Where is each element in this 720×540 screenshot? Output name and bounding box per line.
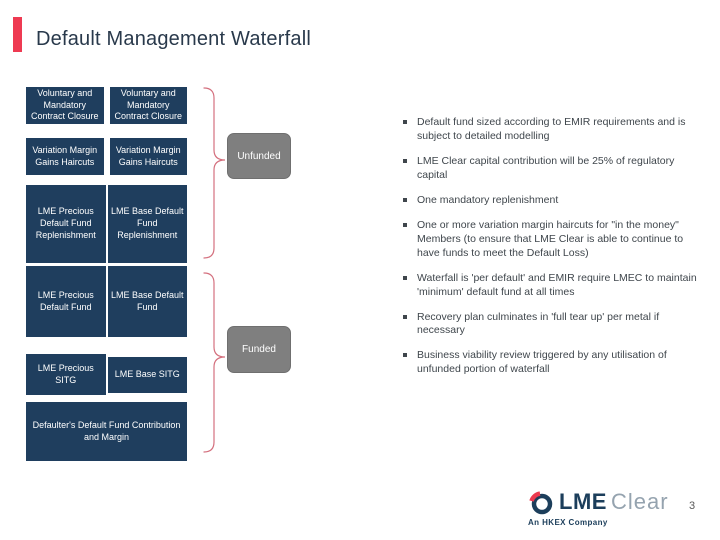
bullet-marker bbox=[403, 275, 407, 280]
title-accent-bar bbox=[13, 17, 22, 52]
waterfall-box: LME Base Default Fund bbox=[107, 266, 187, 337]
bullet-list: Default fund sized according to EMIR req… bbox=[402, 116, 700, 388]
bullet-marker bbox=[403, 353, 407, 358]
waterfall-row-fund-replenishment: LME Precious Default Fund Replenishment … bbox=[26, 185, 187, 263]
waterfall-box: LME Base SITG bbox=[107, 357, 187, 393]
waterfall-row-contract-closure: Voluntary and Mandatory Contract Closure… bbox=[26, 87, 187, 124]
bullet-text: LME Clear capital contribution will be 2… bbox=[417, 154, 675, 181]
waterfall-box: LME Base Default Fund Replenishment bbox=[107, 185, 187, 263]
logo-text-lme: LME bbox=[559, 489, 607, 514]
bullet-text: Recovery plan culminates in 'full tear u… bbox=[417, 310, 660, 337]
brace-graphics bbox=[203, 87, 226, 453]
bullet-item: Recovery plan culminates in 'full tear u… bbox=[402, 311, 700, 339]
waterfall-row-sitg: LME Precious SITG LME Base SITG bbox=[26, 354, 187, 395]
bullet-marker bbox=[403, 197, 407, 202]
waterfall-box: Voluntary and Mandatory Contract Closure bbox=[26, 87, 104, 124]
lme-clear-logo: LME Clear An HKEX Company bbox=[527, 487, 669, 527]
waterfall-box: LME Precious Default Fund bbox=[26, 266, 106, 337]
waterfall-box: Variation Margin Gains Haircuts bbox=[26, 138, 104, 175]
bullet-item: Waterfall is 'per default' and EMIR requ… bbox=[402, 272, 700, 300]
bullet-marker bbox=[403, 158, 407, 163]
unfunded-brace bbox=[203, 87, 226, 259]
bullet-item: Business viability review triggered by a… bbox=[402, 349, 700, 377]
waterfall-box: LME Precious SITG bbox=[26, 354, 106, 395]
waterfall-row-vm-haircuts: Variation Margin Gains Haircuts Variatio… bbox=[26, 138, 187, 175]
bullet-text: Waterfall is 'per default' and EMIR requ… bbox=[417, 271, 697, 298]
bullet-marker bbox=[403, 120, 407, 124]
bullet-item: LME Clear capital contribution will be 2… bbox=[402, 155, 700, 183]
bullet-text: Business viability review triggered by a… bbox=[417, 349, 667, 376]
waterfall-row-default-fund: LME Precious Default Fund LME Base Defau… bbox=[26, 266, 187, 337]
waterfall-box: LME Precious Default Fund Replenishment bbox=[26, 185, 106, 263]
logo-text-clear: Clear bbox=[610, 489, 669, 514]
funded-brace bbox=[203, 272, 226, 453]
bullet-marker bbox=[403, 222, 407, 227]
funded-box: Funded bbox=[227, 326, 291, 373]
bullet-text: One or more variation margin haircuts fo… bbox=[417, 218, 684, 259]
unfunded-box: Unfunded bbox=[227, 133, 291, 179]
page-title: Default Management Waterfall bbox=[36, 28, 311, 50]
waterfall-box: Defaulter's Default Fund Contribution an… bbox=[26, 402, 187, 461]
bullet-item: One or more variation margin haircuts fo… bbox=[402, 219, 700, 261]
waterfall-box: Variation Margin Gains Haircuts bbox=[109, 138, 187, 175]
bullet-text: Default fund sized according to EMIR req… bbox=[417, 116, 686, 142]
logo-tagline: An HKEX Company bbox=[528, 518, 608, 527]
bullet-item: One mandatory replenishment bbox=[402, 194, 700, 208]
page-number: 3 bbox=[689, 500, 696, 512]
bullet-marker bbox=[403, 314, 407, 319]
bullet-text: One mandatory replenishment bbox=[417, 193, 559, 206]
bullet-item: Default fund sized according to EMIR req… bbox=[402, 116, 700, 144]
lme-clear-clock-icon bbox=[529, 491, 553, 515]
waterfall-box: Voluntary and Mandatory Contract Closure bbox=[109, 87, 187, 124]
waterfall-row-defaulter-contribution: Defaulter's Default Fund Contribution an… bbox=[26, 402, 187, 461]
logo-row: LME Clear bbox=[527, 487, 669, 517]
